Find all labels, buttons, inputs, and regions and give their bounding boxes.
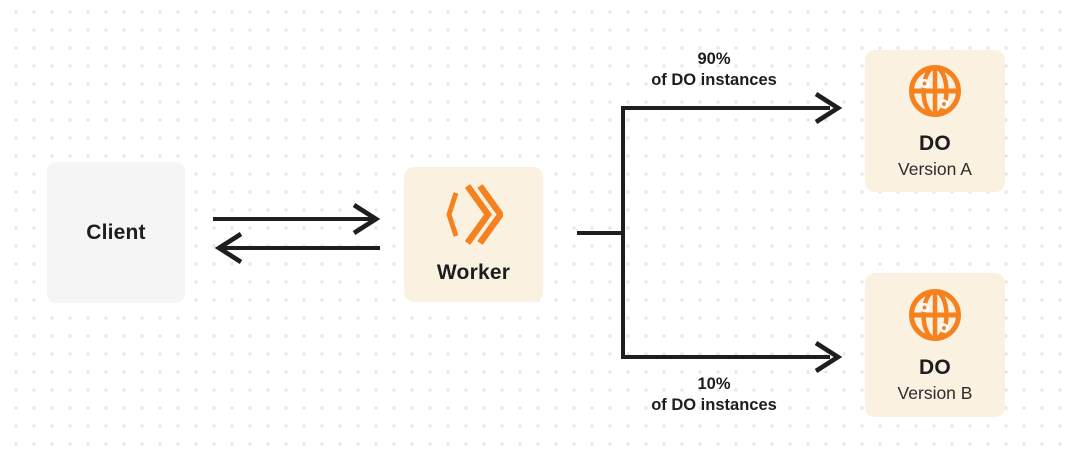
worker-node: Worker <box>404 167 543 302</box>
bottom-branch-caption: of DO instances <box>651 396 777 414</box>
bottom-branch-arrowhead <box>814 341 843 373</box>
bottom-branch-label: 10% of DO instances <box>604 374 824 416</box>
do-b-title: DO <box>919 355 951 379</box>
top-branch-percent: 90% <box>697 50 731 68</box>
globe-icon <box>909 64 961 117</box>
worker-to-client-arrow <box>214 232 380 264</box>
do-a-subtitle: Version A <box>898 158 972 179</box>
do-a-title: DO <box>919 131 951 155</box>
bottom-branch-percent: 10% <box>697 375 731 393</box>
branch-trunk <box>621 106 830 359</box>
top-branch-caption: of DO instances <box>651 71 777 89</box>
client-node: Client <box>47 162 185 303</box>
do-version-a-node: DO Version A <box>865 50 1005 192</box>
top-branch-label: 90% of DO instances <box>604 49 824 91</box>
worker-label: Worker <box>436 261 511 284</box>
top-branch-arrowhead <box>814 92 843 124</box>
workers-icon <box>445 184 503 245</box>
client-label: Client <box>86 220 146 244</box>
globe-icon <box>909 288 961 341</box>
client-to-worker-arrow <box>213 203 381 235</box>
do-version-b-node: DO Version B <box>865 273 1005 417</box>
do-b-subtitle: Version B <box>897 382 973 403</box>
